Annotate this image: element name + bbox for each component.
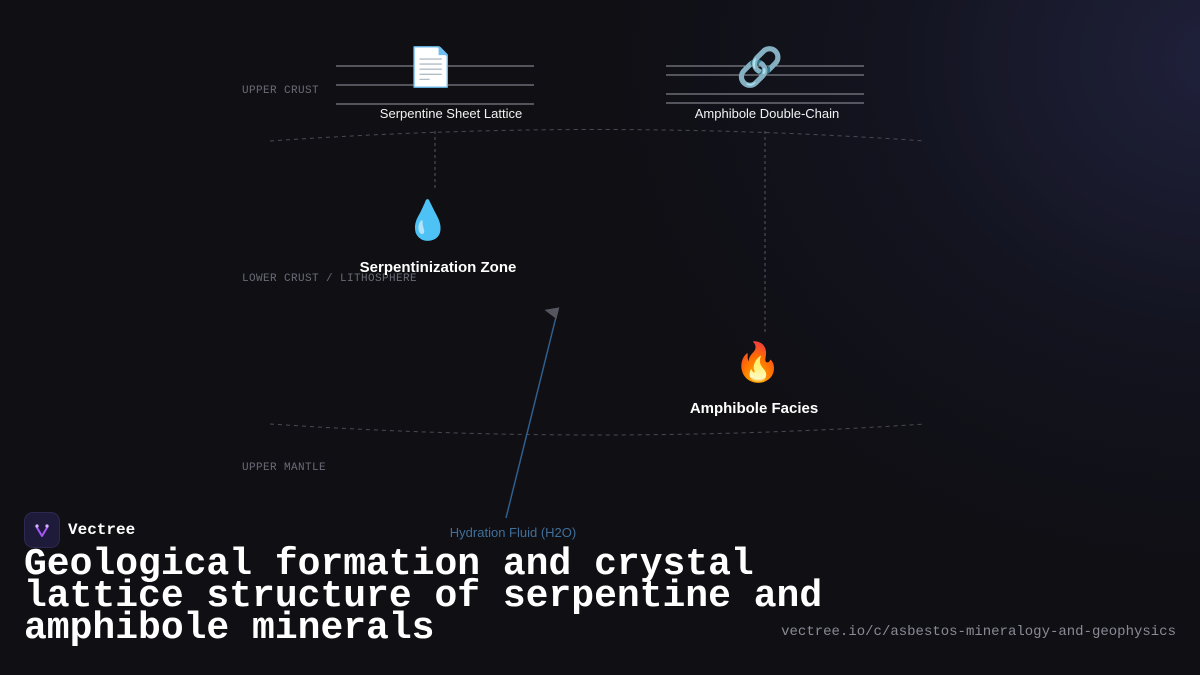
layer-label-lower-crust: LOWER CRUST / LITHOSPHERE bbox=[242, 273, 418, 285]
layer-label-upper-mantle: UPPER MANTLE bbox=[242, 462, 327, 474]
serpentine-lattice-label: Serpentine Sheet Lattice bbox=[379, 106, 523, 121]
serpentine-lattice-lines bbox=[336, 65, 534, 105]
amphibole-lattice-label: Amphibole Double-Chain bbox=[694, 106, 840, 121]
amphibole-lattice-lines bbox=[666, 65, 864, 104]
hydration-fluid-label: Hydration Fluid (H2O) bbox=[449, 525, 577, 540]
crust-boundary-upper bbox=[269, 129, 926, 142]
link-emoji: 🔗 bbox=[736, 45, 784, 89]
brand: Vectree bbox=[24, 512, 135, 548]
fire-emoji: 🔥 bbox=[734, 340, 782, 384]
serpentinization-zone-label: Serpentinization Zone bbox=[359, 259, 517, 276]
page-facing-up-emoji: 📄 bbox=[407, 45, 455, 89]
brand-name: Vectree bbox=[68, 521, 136, 539]
hydration-fluid-arrow bbox=[505, 307, 560, 519]
layer-label-upper-crust: UPPER CRUST bbox=[242, 85, 320, 97]
page-title: Geological formation and crystal lattice… bbox=[24, 543, 823, 650]
footer-url[interactable]: vectree.io/c/asbestos-mineralogy-and-geo… bbox=[781, 624, 1176, 640]
crust-boundary-lower bbox=[269, 423, 926, 436]
vectree-logo-icon bbox=[24, 512, 60, 548]
droplet-emoji: 💧 bbox=[404, 198, 452, 242]
amphibole-facies-label: Amphibole Facies bbox=[689, 400, 819, 417]
